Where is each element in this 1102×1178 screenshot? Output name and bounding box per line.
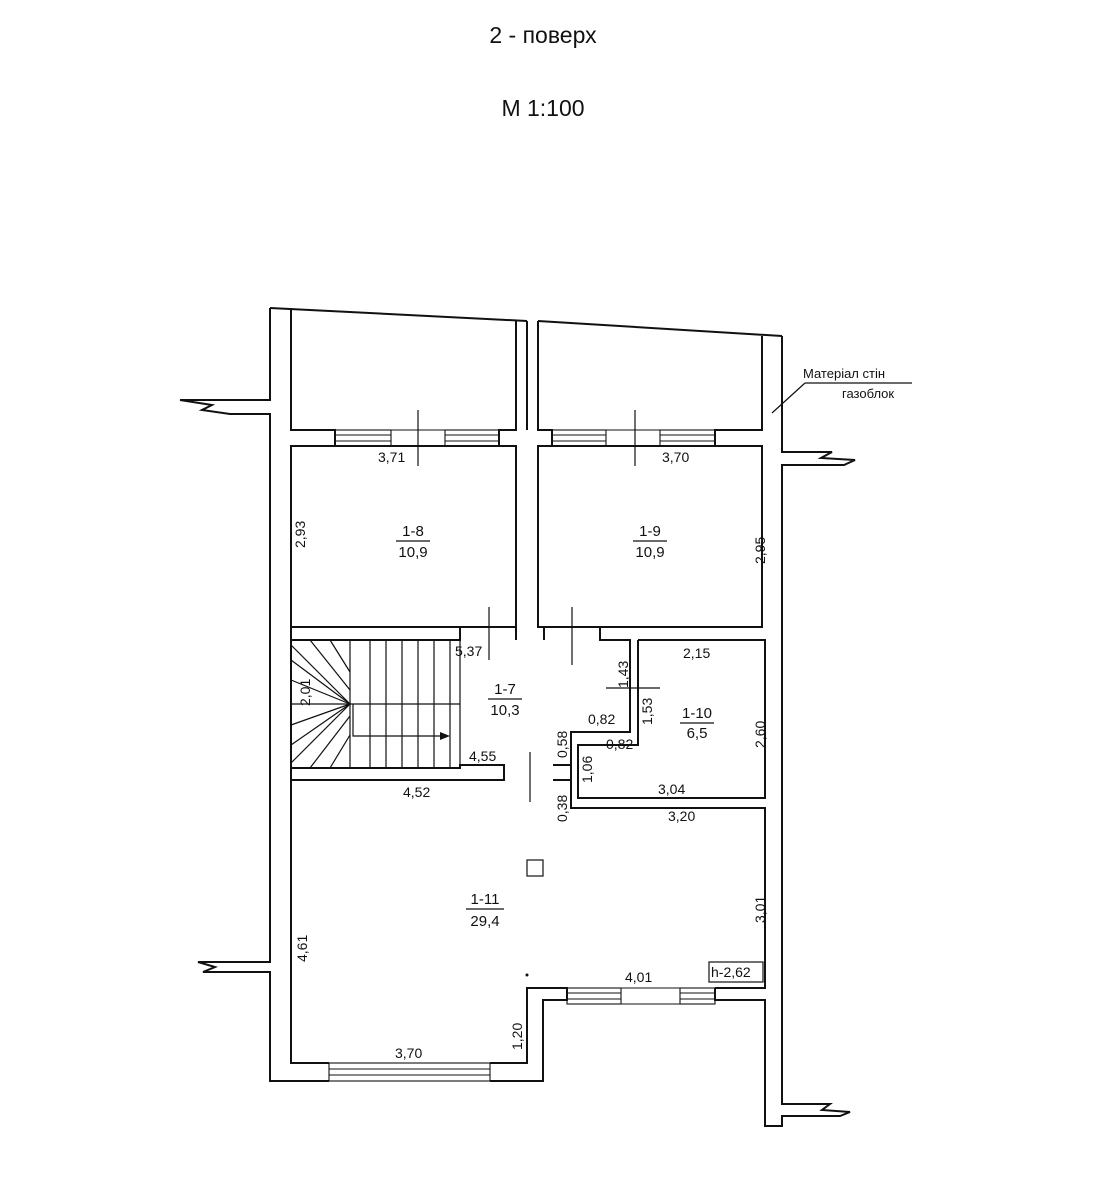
- dim-r17-step: 0,58: [554, 731, 570, 758]
- dim-r111-top-left: 4,52: [403, 784, 430, 800]
- dim-r110-corr-a: 1,43: [615, 661, 631, 688]
- dim-r18-top: 3,71: [378, 449, 405, 465]
- wall-note-leader: [771, 382, 806, 414]
- room-id: 1-9: [639, 523, 661, 540]
- dim-r19-right: 2,95: [752, 537, 768, 564]
- height-box: [708, 961, 764, 983]
- room-110-walls: [577, 639, 766, 799]
- column-icon: [526, 859, 544, 877]
- room-area: 10,3: [490, 702, 519, 719]
- door-marks: [417, 410, 660, 802]
- dim-r110-corr-d: 0,82: [606, 736, 633, 752]
- room-area: 10,9: [398, 544, 427, 561]
- dim-r111-notch: 1,20: [509, 1023, 525, 1050]
- window-19-right: [659, 429, 716, 447]
- window-111-bottom: [328, 1062, 491, 1082]
- stair-arrow-icon: [440, 732, 450, 740]
- room-1-10-label: 1-10 6,5: [680, 705, 714, 742]
- roof-edge-line: [269, 307, 783, 337]
- room-18-left: [290, 446, 460, 628]
- dim-r110-top: 2,15: [683, 645, 710, 661]
- point-mark-icon: [525, 973, 529, 977]
- door-jamb: [553, 764, 571, 781]
- floor-title: 2 - поверх: [489, 22, 597, 48]
- staircase: [290, 639, 461, 769]
- scale-label: М 1:100: [501, 95, 585, 121]
- dim-r17-top: 5,37: [455, 643, 482, 659]
- dimension-labels: 3,71 3,70 5,37 2,15 0,82 0,82 4,55 3,04 …: [378, 449, 710, 1061]
- dim-r19-top: 3,70: [662, 449, 689, 465]
- window-18-left: [334, 429, 392, 447]
- dim-r111-window: 4,01: [625, 969, 652, 985]
- room-110-outer: [570, 650, 766, 989]
- right-outer-wall: [714, 336, 856, 1127]
- window-19-left: [551, 429, 607, 447]
- dim-r110-corr-e: 1,06: [579, 756, 595, 783]
- left-outer-wall: [179, 308, 329, 1082]
- room-1-11-label: 1-11 29,4: [466, 891, 504, 930]
- room-id: 1-10: [682, 705, 712, 722]
- room-area: 10,9: [635, 544, 664, 561]
- wall-material-value: газоблок: [842, 386, 894, 401]
- dim-r111-top-right: 3,20: [668, 808, 695, 824]
- room-id: 1-7: [494, 681, 516, 698]
- center-divider-walls: [498, 321, 553, 628]
- window-111-left: [566, 987, 622, 1005]
- dim-r110-corr-c: 0,82: [588, 711, 615, 727]
- dim-r110-bottom: 3,04: [658, 781, 685, 797]
- dim-r111-bottom: 3,70: [395, 1045, 422, 1061]
- room-19-right: [600, 336, 763, 628]
- room-area: 6,5: [687, 725, 708, 742]
- dim-r110-right: 2,60: [752, 721, 768, 748]
- room-id: 1-8: [402, 523, 424, 540]
- dim-r111-step: 0,38: [554, 795, 570, 822]
- dim-r111-left: 4,61: [294, 935, 310, 962]
- window-18-right: [444, 429, 500, 447]
- dim-r111-right: 3,01: [752, 896, 768, 923]
- dim-r17-left: 2,01: [297, 679, 313, 706]
- dim-r18-left: 2,93: [292, 521, 308, 548]
- windows: [328, 429, 716, 1082]
- room-1-8-label: 1-8 10,9: [396, 523, 430, 561]
- room-area: 29,4: [470, 913, 499, 930]
- room-1-7-label: 1-7 10,3: [488, 681, 522, 719]
- ceiling-height-label: h-2,62: [711, 964, 751, 980]
- vertical-dimension-labels: 2,93 2,95 2,01 1,43 1,53 0,58 1,06 2,60 …: [292, 521, 768, 1050]
- window-111-right: [679, 987, 716, 1005]
- dim-r17-bottom: 4,55: [469, 748, 496, 764]
- room-1-9-label: 1-9 10,9: [633, 523, 667, 561]
- wall-material-label: Матеріал стін: [803, 366, 885, 381]
- room-id: 1-11: [471, 891, 500, 908]
- notch-walls: [490, 987, 568, 1082]
- dim-r110-corr-b: 1,53: [639, 698, 655, 725]
